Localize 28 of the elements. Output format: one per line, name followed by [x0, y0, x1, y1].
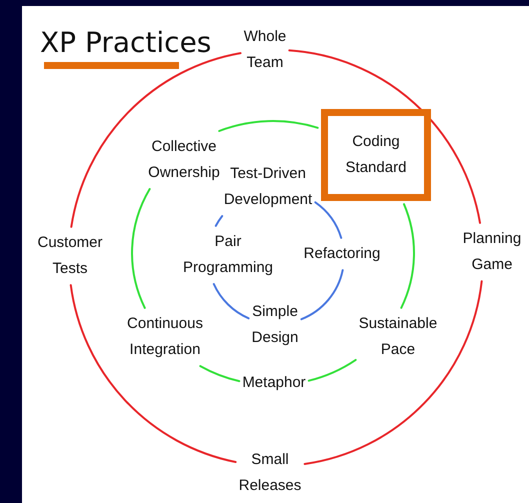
practice-label: Whole Team	[244, 24, 286, 76]
ring-arc	[314, 201, 342, 239]
practice-label: Simple Design	[252, 299, 298, 351]
practice-label: Test-Driven Development	[224, 161, 312, 213]
practice-label: Continuous Integration	[127, 311, 203, 363]
practice-label: Pair Programming	[182, 229, 274, 281]
practice-label: Collective Ownership	[148, 134, 220, 186]
ring-arc	[308, 358, 357, 382]
ring-arc	[131, 188, 151, 309]
practice-label: Refactoring	[304, 241, 380, 267]
ring-arc	[304, 280, 483, 465]
practice-label: Planning Game	[462, 226, 522, 278]
ring-arc	[212, 283, 250, 320]
ring-arc	[400, 203, 415, 309]
practice-label: Coding Standard	[346, 132, 406, 178]
ring-arc	[214, 215, 224, 227]
practice-label: Sustainable Pace	[358, 311, 438, 363]
ring-arc	[300, 269, 344, 320]
practice-label: Customer Tests	[37, 230, 103, 282]
highlight-box	[321, 109, 431, 201]
ring-arc	[70, 284, 237, 463]
ring-arc	[199, 365, 240, 382]
diagram-title: XP Practices	[40, 26, 212, 59]
ring-arc	[288, 49, 481, 224]
practice-label: Small Releases	[238, 447, 302, 499]
ring-arc	[70, 52, 242, 228]
practice-label: Metaphor	[242, 370, 306, 396]
ring-arc	[218, 120, 319, 132]
